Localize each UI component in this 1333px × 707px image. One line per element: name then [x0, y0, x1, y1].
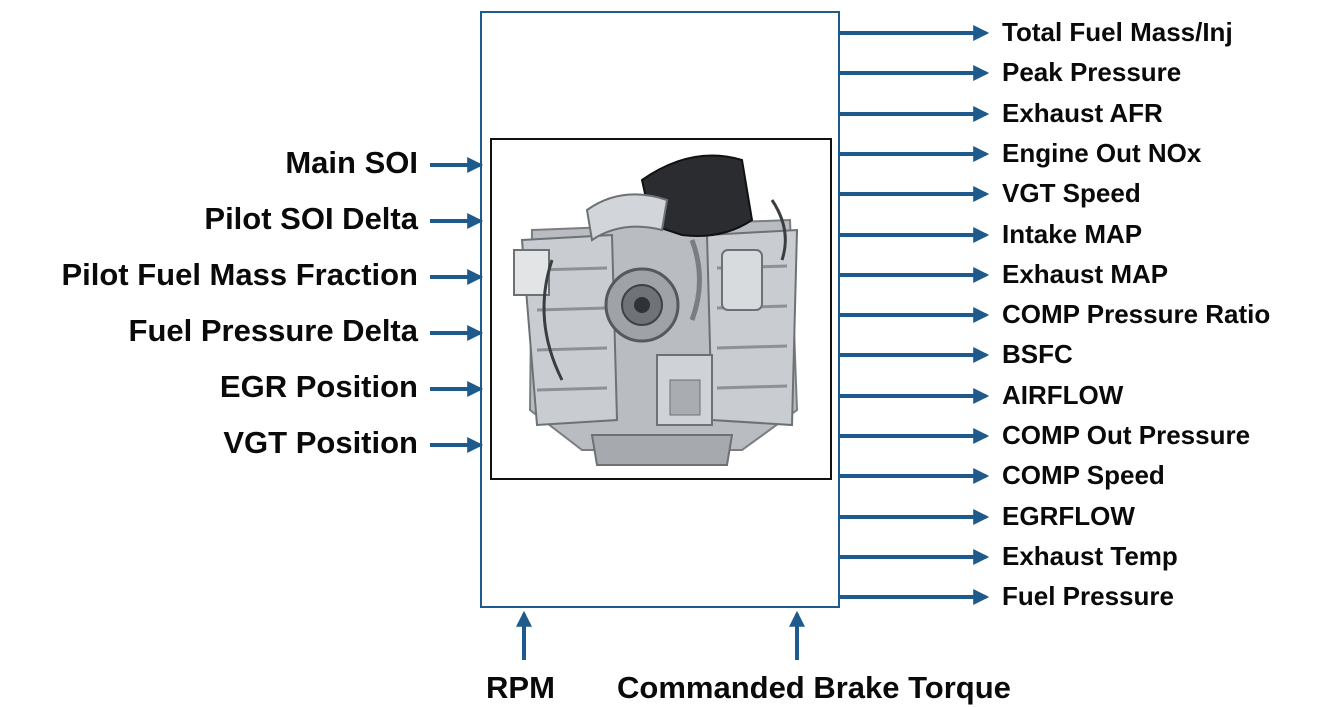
output-label: Intake MAP	[1002, 219, 1143, 249]
output-label: VGT Speed	[1002, 178, 1141, 208]
output-label: COMP Pressure Ratio	[1002, 299, 1271, 329]
bottom-arrows	[516, 610, 805, 660]
output-arrows	[840, 25, 990, 605]
output-label: Peak Pressure	[1002, 57, 1182, 87]
output-label: Fuel Pressure	[1002, 581, 1174, 611]
input-arrows	[430, 157, 484, 453]
output-label: Engine Out NOx	[1002, 138, 1202, 168]
output-label: Exhaust AFR	[1002, 98, 1163, 128]
model-block	[480, 11, 840, 608]
input-label: VGT Position	[223, 425, 418, 460]
output-label: Total Fuel Mass/Inj	[1002, 17, 1233, 47]
engine-icon	[492, 140, 830, 478]
bottom-input-label: Commanded Brake Torque	[617, 670, 1011, 705]
output-label: Exhaust Temp	[1002, 541, 1178, 571]
output-label: COMP Speed	[1002, 460, 1165, 490]
input-label: Main SOI	[285, 145, 418, 180]
input-label: Pilot Fuel Mass Fraction	[61, 257, 418, 292]
output-label: Exhaust MAP	[1002, 259, 1169, 289]
bottom-input-label: RPM	[486, 670, 555, 705]
engine-image	[490, 138, 832, 480]
input-label: EGR Position	[219, 369, 418, 404]
input-label: Fuel Pressure Delta	[128, 313, 418, 348]
output-label: COMP Out Pressure	[1002, 420, 1251, 450]
output-label: EGRFLOW	[1002, 501, 1135, 531]
output-label: BSFC	[1002, 339, 1073, 369]
input-label: Pilot SOI Delta	[204, 201, 418, 236]
output-label: AIRFLOW	[1002, 380, 1124, 410]
